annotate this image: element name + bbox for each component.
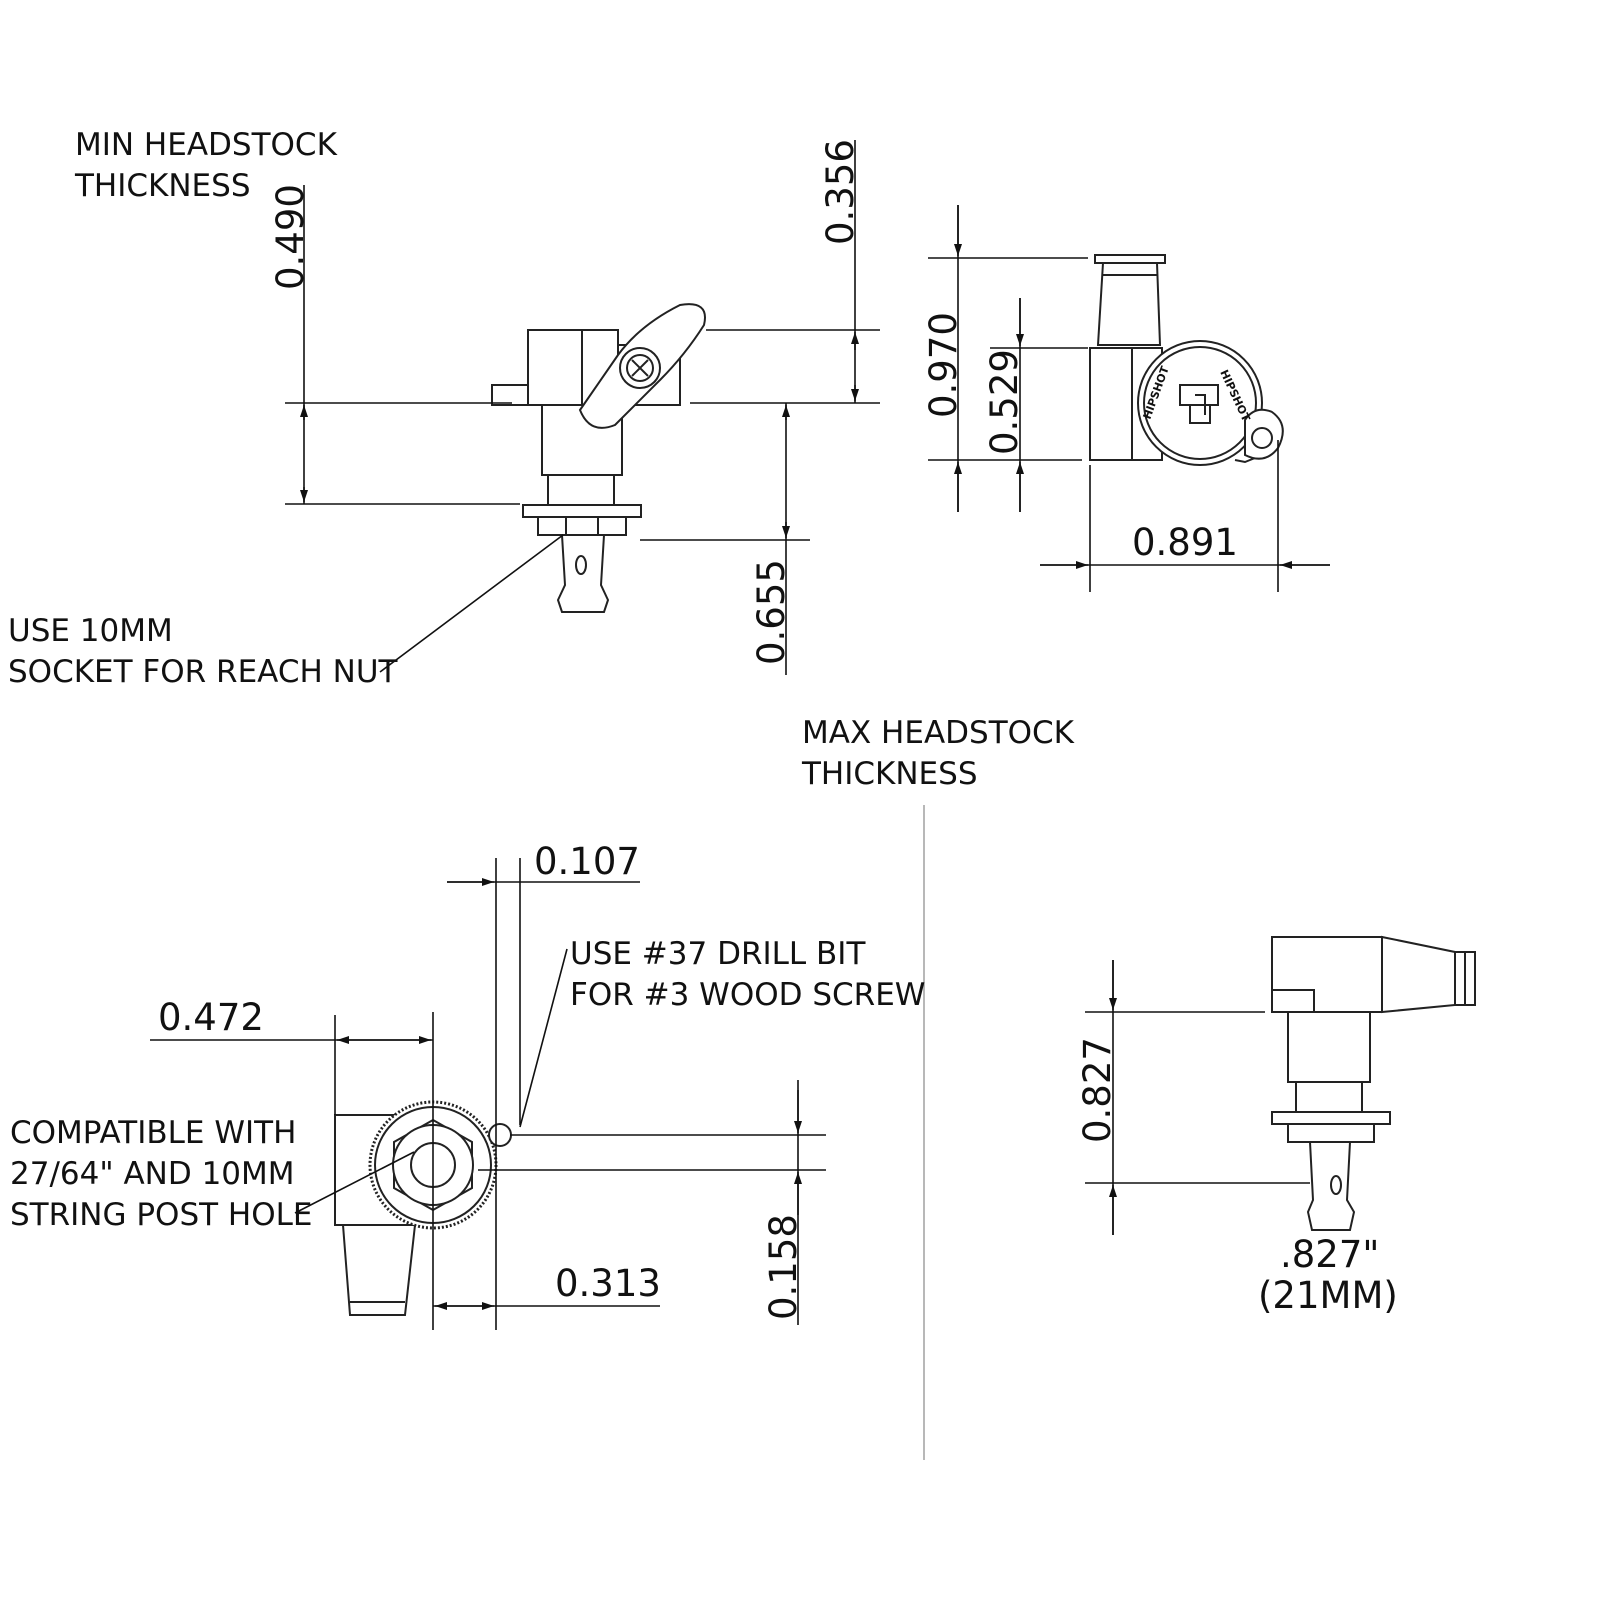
- min-headstock-line1: MIN HEADSTOCK: [75, 127, 338, 163]
- socket-line1: USE 10MM: [8, 613, 173, 649]
- dim-0107: 0.107: [534, 840, 640, 883]
- compatible-line3: STRING POST HOLE: [10, 1197, 313, 1233]
- front-view: HIPSHOT HIPSHOT: [928, 205, 1330, 592]
- socket-note: USE 10MM SOCKET FOR REACH NUT: [8, 613, 399, 690]
- max-headstock-note: MAX HEADSTOCK THICKNESS: [801, 715, 1075, 792]
- dim-0529: 0.529: [983, 349, 1026, 455]
- dim-0490: 0.490: [269, 184, 312, 290]
- drill-note: USE #37 DRILL BIT FOR #3 WOOD SCREW: [570, 936, 925, 1013]
- min-headstock-line2: THICKNESS: [74, 168, 251, 204]
- dim-0655: 0.655: [750, 559, 793, 665]
- housing-tab: [491, 384, 529, 406]
- screw-hole-bottom-icon: [488, 1123, 512, 1147]
- barrel-bottom: [341, 1224, 417, 1316]
- compatible-note: COMPATIBLE WITH 27/64" AND 10MM STRING P…: [10, 1115, 313, 1233]
- max-headstock-line2: THICKNESS: [801, 756, 978, 792]
- side-view-min-headstock: [285, 140, 880, 675]
- logo-disc: [1137, 340, 1263, 466]
- dim-0472: 0.472: [158, 996, 264, 1039]
- post-height-line1: .827": [1280, 1233, 1379, 1276]
- washer: [522, 504, 642, 518]
- screw-ear: [1244, 408, 1284, 460]
- post-shaft: [1096, 262, 1162, 346]
- post-barrel-max: [1287, 1011, 1371, 1083]
- side-view-max-headstock: [1085, 935, 1476, 1235]
- drill-line1: USE #37 DRILL BIT: [570, 936, 866, 972]
- nut-max: [1287, 1123, 1375, 1143]
- max-headstock-line1: MAX HEADSTOCK: [802, 715, 1075, 751]
- dim-0356: 0.356: [819, 139, 862, 245]
- post-height-line2: (21MM): [1258, 1274, 1398, 1317]
- compatible-line2: 27/64" AND 10MM: [10, 1156, 295, 1192]
- bottom-view: [150, 858, 826, 1330]
- reach-nut: [537, 516, 627, 536]
- housing-body: [527, 329, 619, 406]
- dim-0891: 0.891: [1132, 521, 1238, 564]
- screw-hole-icon: [1251, 427, 1273, 449]
- washer-max: [1271, 1111, 1391, 1125]
- string-hole-icon: [575, 555, 587, 575]
- dim-0313: 0.313: [555, 1262, 661, 1305]
- dim-0970: 0.970: [922, 312, 965, 418]
- dim-0158: 0.158: [762, 1214, 805, 1320]
- min-headstock-note: MIN HEADSTOCK THICKNESS: [74, 127, 338, 204]
- drill-line2: FOR #3 WOOD SCREW: [570, 977, 925, 1013]
- barrel-side: [1381, 935, 1456, 1014]
- dim-0827: 0.827: [1076, 1037, 1119, 1143]
- post-cap: [1094, 254, 1166, 264]
- socket-line2: SOCKET FOR REACH NUT: [8, 654, 399, 690]
- compatible-line1: COMPATIBLE WITH: [10, 1115, 296, 1151]
